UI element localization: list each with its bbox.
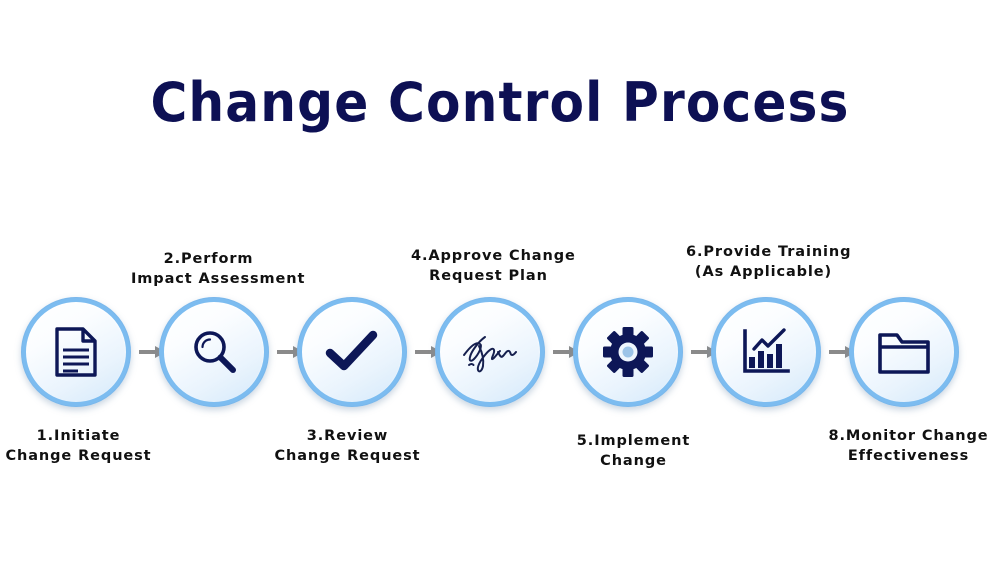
process-step-1[interactable] xyxy=(21,297,131,407)
process-step-7[interactable] xyxy=(849,297,959,407)
process-step-3[interactable] xyxy=(297,297,407,407)
gear-icon xyxy=(602,326,654,378)
step-label-8: 8.Monitor Change Effectiveness xyxy=(828,428,989,464)
step-circle[interactable] xyxy=(297,297,407,407)
page-title: Change Control Process xyxy=(150,71,850,134)
bar-chart-icon xyxy=(740,327,792,377)
step-label-1: 1.Initiate Change Request xyxy=(5,428,152,464)
step-label-2: 2.Perform Impact Assessment xyxy=(131,251,306,287)
signature-icon xyxy=(458,328,522,376)
folder-icon xyxy=(876,328,932,376)
step-circle[interactable] xyxy=(21,297,131,407)
process-flow-diagram xyxy=(0,290,1000,420)
step-circle[interactable] xyxy=(435,297,545,407)
process-step-2[interactable] xyxy=(159,297,269,407)
step-label-6: 6.Provide Training (As Applicable) xyxy=(686,244,852,280)
step-circle[interactable] xyxy=(159,297,269,407)
step-circle[interactable] xyxy=(573,297,683,407)
magnifier-icon xyxy=(188,326,240,378)
process-step-5[interactable] xyxy=(573,297,683,407)
process-step-6[interactable] xyxy=(711,297,821,407)
step-label-3: 3.Review Change Request xyxy=(274,428,421,464)
step-circle[interactable] xyxy=(711,297,821,407)
step-label-4: 4.Approve Change Request Plan xyxy=(411,248,576,284)
process-step-4[interactable] xyxy=(435,297,545,407)
document-icon xyxy=(52,326,100,378)
step-circle[interactable] xyxy=(849,297,959,407)
step-label-5: 5.Implement Change xyxy=(576,433,691,469)
checkmark-icon xyxy=(325,330,379,374)
